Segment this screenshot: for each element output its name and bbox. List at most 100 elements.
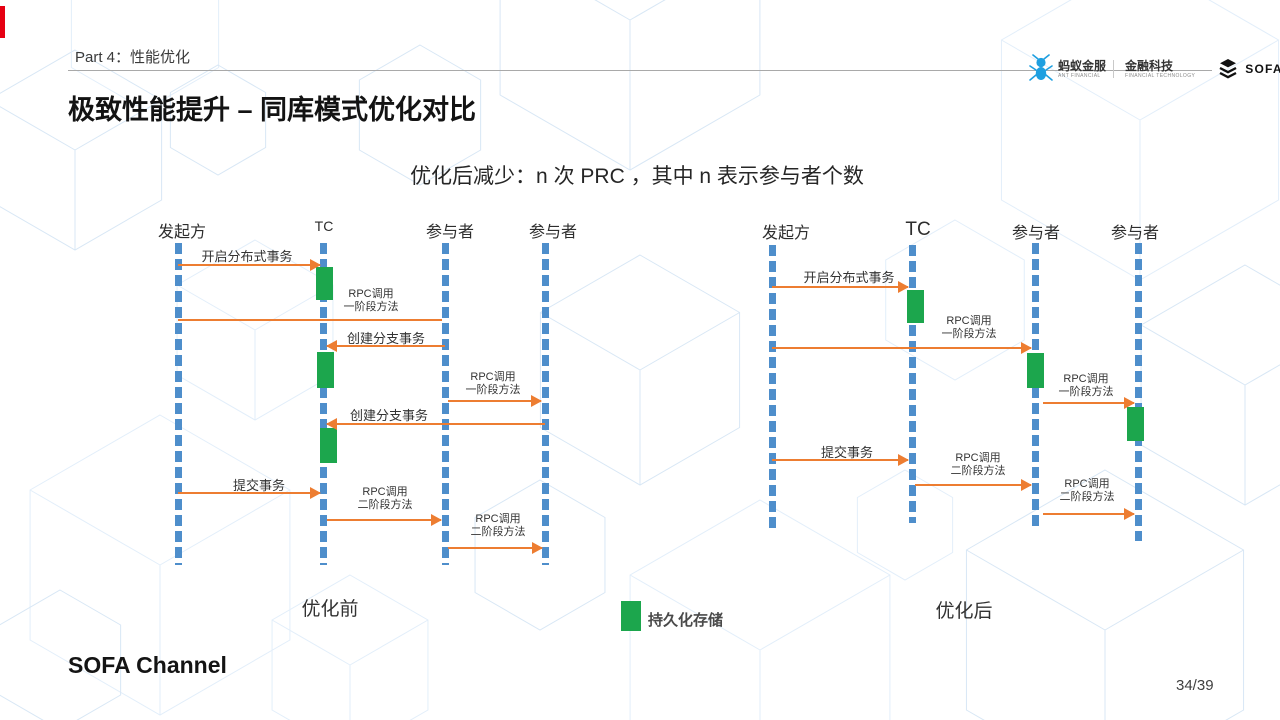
lifeline-label: 参与者: [1110, 225, 1160, 242]
message-label-text: 二阶段方法: [1059, 491, 1115, 503]
message-label-text: RPC调用: [1064, 478, 1110, 490]
arrowhead-icon: [326, 418, 337, 430]
message-label-text: 提交事务: [820, 445, 874, 460]
message-label-text: RPC调用: [955, 452, 1001, 464]
ant-en-label: ANT FINANCIAL: [1058, 72, 1101, 79]
message-label-text: 二阶段方法: [357, 499, 413, 511]
arrowhead-icon: [1021, 479, 1032, 491]
legend-label: 持久化存储: [648, 612, 724, 629]
message-label: 开启分布式事务: [201, 246, 292, 265]
message-line: [1043, 402, 1134, 404]
fintech-cn-label: 金融科技: [1125, 58, 1174, 73]
logo-separator: [1113, 60, 1115, 78]
legend-persist-swatch: [621, 601, 641, 631]
message-label: RPC调用二阶段方法: [471, 513, 526, 539]
arrowhead-icon: [431, 514, 442, 526]
message-label: 提交事务: [821, 442, 873, 461]
message-label: RPC调用一阶段方法: [1059, 373, 1114, 399]
message-label: RPC调用二阶段方法: [951, 452, 1006, 478]
message-label: 创建分支事务: [347, 328, 425, 347]
message-line: [772, 286, 908, 288]
message-label-text: 二阶段方法: [950, 465, 1006, 477]
message-line: [178, 264, 320, 266]
message-label-text: 创建分支事务: [349, 408, 429, 423]
sofastack-wordmark: SOFASTACK: [1245, 62, 1280, 76]
message-label-text: RPC调用: [362, 486, 408, 498]
arrowhead-icon: [310, 487, 321, 499]
message-label: RPC调用二阶段方法: [358, 486, 413, 512]
message-label-text: 一阶段方法: [1058, 386, 1114, 398]
arrowhead-icon: [531, 395, 542, 407]
lifeline: [908, 245, 916, 523]
lifeline-label: 发起方: [761, 225, 811, 242]
header-divider: [68, 70, 1212, 71]
message-line: [772, 347, 1031, 349]
fintech-wordmark: 金融科技 FINANCIAL TECHNOLOGY: [1125, 58, 1196, 79]
fintech-en-label: FINANCIAL TECHNOLOGY: [1125, 72, 1196, 79]
subtitle: 优化后减少：n 次 PRC ，其中 n 表示参与者个数: [410, 165, 864, 188]
lifeline: [174, 243, 182, 565]
message-label: RPC调用二阶段方法: [1060, 478, 1115, 504]
lifeline: [441, 243, 449, 565]
logo-group: 蚂蚁金服 ANT FINANCIAL 金融科技 FINANCIAL TECHNO…: [1028, 52, 1280, 86]
persist-activation-box: [1126, 407, 1144, 441]
persist-activation-box: [906, 290, 924, 323]
lifeline: [768, 245, 776, 528]
message-label-text: 一阶段方法: [343, 301, 399, 313]
message-line: [178, 492, 320, 494]
message-label-text: 一阶段方法: [941, 328, 997, 340]
ant-financial-logo-icon: [1029, 54, 1053, 81]
lifeline: [541, 243, 549, 565]
message-label: RPC调用一阶段方法: [942, 315, 997, 341]
message-line: [327, 345, 445, 347]
message-label: RPC调用一阶段方法: [344, 288, 399, 314]
arrowhead-icon: [898, 454, 909, 466]
message-line: [178, 319, 442, 321]
lifeline-label: TC: [314, 218, 334, 234]
lifeline-label: TC: [905, 219, 931, 240]
diagram-caption: 优化前: [301, 599, 359, 620]
arrowhead-icon: [1124, 508, 1135, 520]
message-label: RPC调用一阶段方法: [466, 371, 521, 397]
diagram-caption: 优化后: [935, 601, 993, 622]
slide-accent-bar: [0, 6, 5, 38]
message-label-text: 创建分支事务: [346, 331, 426, 346]
message-line: [327, 519, 441, 521]
arrowhead-icon: [898, 281, 909, 293]
message-label: 提交事务: [233, 475, 285, 494]
lifeline-label: 发起方: [157, 224, 207, 241]
lifeline: [319, 243, 327, 565]
sofastack-logo-icon: [1219, 59, 1237, 79]
message-line: [327, 423, 545, 425]
message-label: 开启分布式事务: [803, 267, 894, 286]
persist-activation-box: [1026, 353, 1044, 388]
page-number: 34/39: [1176, 677, 1214, 694]
message-line: [915, 484, 1031, 486]
message-label-text: RPC调用: [470, 371, 516, 383]
arrowhead-icon: [1124, 397, 1135, 409]
persist-activation-box: [315, 267, 333, 300]
message-label-text: RPC调用: [946, 315, 992, 327]
persist-activation-box: [316, 352, 334, 388]
message-line: [448, 547, 542, 549]
arrowhead-icon: [310, 259, 321, 271]
lifeline-label: 参与者: [1011, 225, 1061, 242]
page-title: 极致性能提升 – 同库模式优化对比: [68, 95, 477, 125]
message-line: [772, 459, 908, 461]
persist-activation-box: [319, 428, 337, 463]
message-label-text: RPC调用: [348, 288, 394, 300]
message-label-text: RPC调用: [1063, 373, 1109, 385]
lifeline-label: 参与者: [528, 224, 578, 241]
message-label-text: 提交事务: [232, 478, 286, 493]
message-label-text: 开启分布式事务: [201, 249, 293, 264]
message-label-text: 一阶段方法: [465, 384, 521, 396]
ant-cn-label: 蚂蚁金服: [1058, 58, 1107, 73]
lifeline: [1134, 243, 1142, 541]
ant-financial-wordmark: 蚂蚁金服 ANT FINANCIAL: [1058, 58, 1107, 79]
arrowhead-icon: [532, 542, 543, 554]
arrowhead-icon: [326, 340, 337, 352]
message-line: [448, 400, 541, 402]
message-label-text: 开启分布式事务: [803, 270, 895, 285]
message-label-text: RPC调用: [475, 513, 521, 525]
